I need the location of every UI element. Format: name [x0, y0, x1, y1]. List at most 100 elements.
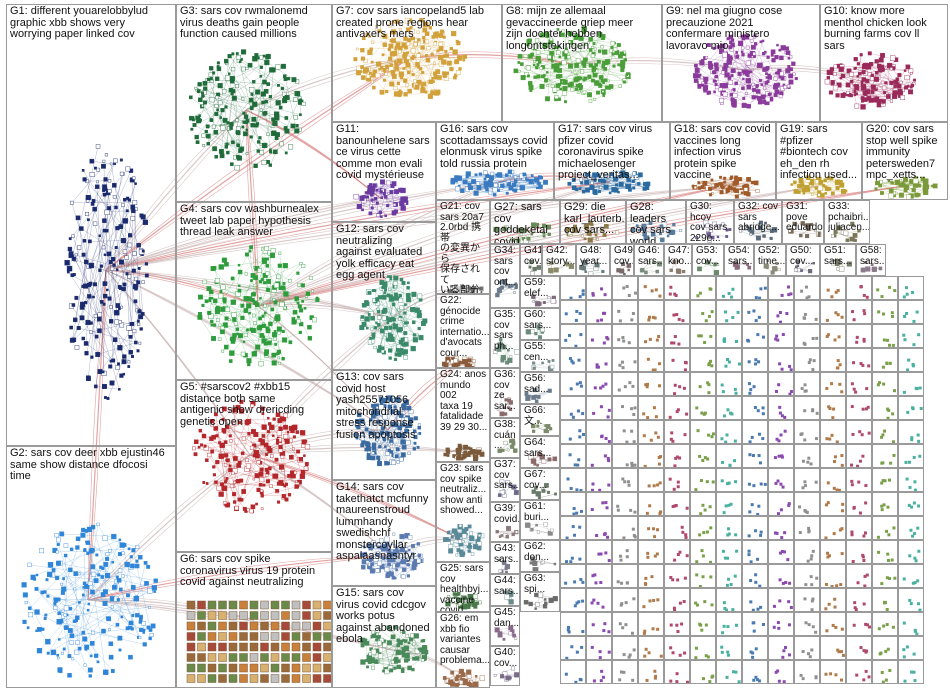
group-box-minor: [794, 372, 820, 396]
group-box-minor: [690, 468, 716, 492]
group-box-minor: [664, 420, 690, 444]
group-box-g20: G20: cov sars stop well spike immunity p…: [862, 122, 948, 200]
group-box-g56: G56: sad...: [520, 372, 560, 404]
group-box-minor: [690, 300, 716, 324]
group-box-minor: [846, 636, 872, 660]
group-box-minor: [768, 540, 794, 564]
group-box-minor: [820, 396, 846, 420]
group-box-g37: G37: cov sars...: [490, 458, 520, 502]
group-box-minor: [768, 612, 794, 636]
group-box-minor: [716, 660, 742, 684]
group-box-minor: [846, 348, 872, 372]
group-box-g15: G15: sars cov virus covid cdcgov works p…: [332, 586, 436, 688]
group-label-g31: G31: pove eduardo...: [786, 202, 824, 234]
group-box-minor: [846, 564, 872, 588]
group-box-minor: [820, 420, 846, 444]
group-box-minor: [898, 444, 924, 468]
group-box-g28: G28: leaders cov sars world...: [626, 200, 686, 244]
group-label-g33: G33: pchaibri... juliacen...: [828, 202, 870, 234]
group-box-g54: G54: sars...: [724, 244, 754, 276]
group-box-minor: [560, 660, 586, 684]
group-box-minor: [560, 468, 586, 492]
group-box-minor: [690, 276, 716, 300]
group-box-minor: [820, 468, 846, 492]
group-box-minor: [768, 588, 794, 612]
group-box-minor: [664, 516, 690, 540]
group-box-minor: [638, 348, 664, 372]
group-box-minor: [794, 636, 820, 660]
group-box-minor: [872, 276, 898, 300]
group-box-minor: [560, 612, 586, 636]
group-box-minor: [742, 372, 768, 396]
group-box-minor: [846, 276, 872, 300]
group-box-minor: [794, 540, 820, 564]
group-box-minor: [820, 564, 846, 588]
group-box-minor: [898, 396, 924, 420]
group-box-minor: [898, 348, 924, 372]
group-box-minor: [664, 324, 690, 348]
group-label-g37: G37: cov sars...: [494, 460, 520, 492]
group-box-minor: [664, 612, 690, 636]
group-box-minor: [716, 612, 742, 636]
group-box-minor: [716, 324, 742, 348]
group-box-minor: [638, 564, 664, 588]
group-label-g62: G62: don...: [524, 542, 549, 563]
group-box-minor: [586, 324, 612, 348]
group-box-minor: [794, 396, 820, 420]
group-label-g30: G30: hcov cov sars 229e...: [690, 202, 733, 244]
group-box-minor: [872, 516, 898, 540]
group-box-minor: [664, 660, 690, 684]
group-box-minor: [690, 372, 716, 396]
group-box-minor: [846, 660, 872, 684]
group-box-minor: [638, 276, 664, 300]
group-box-minor: [612, 492, 638, 516]
group-box-minor: [820, 588, 846, 612]
group-box-g48: G48: year...: [576, 244, 610, 276]
group-label-g1: G1: different youarelobbylud graphic xbb…: [10, 6, 148, 41]
group-box-minor: [612, 420, 638, 444]
group-box-minor: [742, 540, 768, 564]
group-label-g9: G9: nel ma giugno cose precauzione 2021 …: [666, 6, 782, 52]
group-box-g44: G44: sars...: [490, 574, 520, 606]
group-box-minor: [664, 540, 690, 564]
group-box-minor: [742, 660, 768, 684]
group-box-g3: G3: sars cov rwmalonemd virus deaths gai…: [176, 4, 332, 202]
group-box-g47: G47: kno...: [664, 244, 692, 276]
group-box-minor: [846, 372, 872, 396]
group-box-minor: [794, 324, 820, 348]
group-box-g22: G22: génocide crime internatio... d'avoc…: [436, 294, 490, 368]
group-box-minor: [794, 420, 820, 444]
group-box-minor: [768, 468, 794, 492]
group-box-minor: [560, 396, 586, 420]
group-box-minor: [638, 636, 664, 660]
group-label-g14: G14: sars cov takethatct mcfunny maureen…: [336, 482, 428, 563]
group-box-minor: [690, 612, 716, 636]
group-box-minor: [690, 444, 716, 468]
group-box-minor: [586, 444, 612, 468]
group-box-minor: [586, 516, 612, 540]
group-label-g35: G35: cov sars ph...: [494, 310, 516, 352]
group-label-g7: G7: cov sars iancopeland5 lab created pr…: [336, 6, 484, 41]
group-label-g42: G42: story...: [546, 246, 575, 267]
group-box-minor: [820, 492, 846, 516]
group-label-g19: G19: sars #pfizer #biontech cov eh_den r…: [780, 124, 857, 182]
group-box-minor: [846, 588, 872, 612]
group-label-g38: G38: cuán ...: [494, 420, 516, 452]
group-box-minor: [846, 324, 872, 348]
group-box-g30: G30: hcov cov sars 229e...: [686, 200, 734, 244]
group-box-minor: [794, 660, 820, 684]
group-box-minor: [612, 540, 638, 564]
group-box-minor: [872, 612, 898, 636]
group-box-minor: [638, 588, 664, 612]
group-label-g67: G67: cov...: [524, 470, 547, 491]
group-box-minor: [664, 276, 690, 300]
group-box-minor: [586, 468, 612, 492]
group-box-minor: [690, 396, 716, 420]
group-box-minor: [768, 492, 794, 516]
group-box-minor: [872, 492, 898, 516]
group-box-minor: [898, 564, 924, 588]
group-box-g31: G31: pove eduardo...: [782, 200, 824, 244]
group-box-minor: [560, 348, 586, 372]
group-nodes-g2: [7, 447, 175, 687]
group-label-g60: G60: sars...: [524, 310, 551, 331]
